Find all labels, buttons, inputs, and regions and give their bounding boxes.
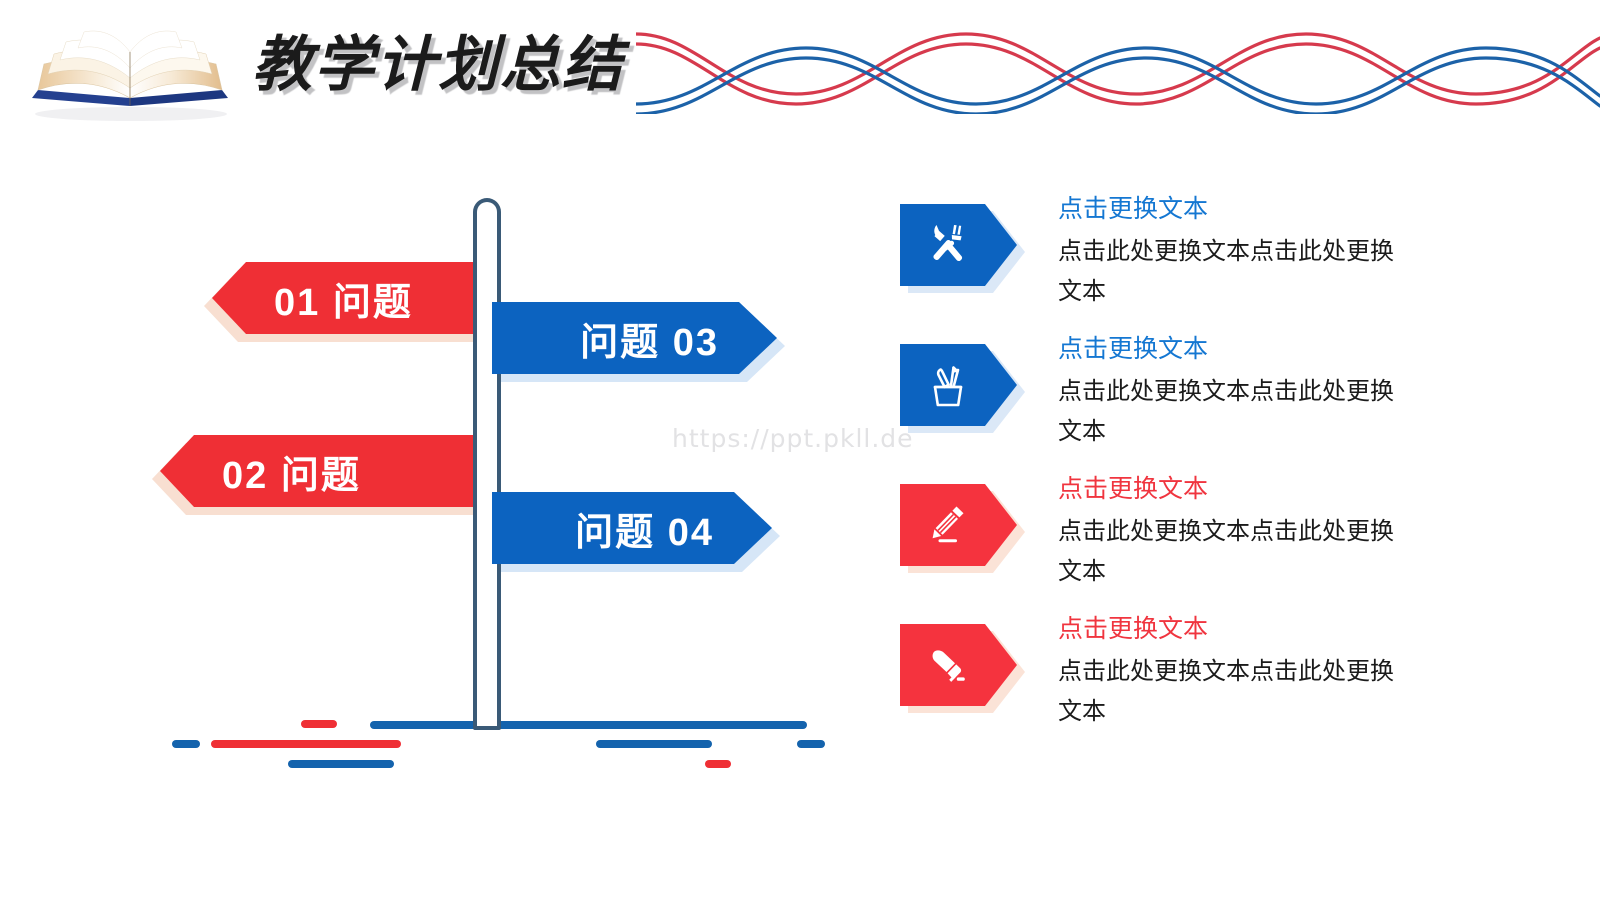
info-item-1-heading: 点击更换文本: [1058, 194, 1209, 223]
wave-decoration: [634, 22, 1600, 116]
info-item-1-body: 点击此处更换文本点击此处更换文本: [1058, 237, 1394, 305]
signpost-pole: [473, 198, 501, 730]
info-item-2-heading: 点击更换文本: [1058, 334, 1209, 363]
ground-mark-1: [172, 740, 200, 748]
ground-baseline: [370, 721, 807, 729]
info-item-3-icon-arrow[interactable]: [900, 484, 1025, 569]
sign-01[interactable]: 01 问题: [212, 262, 482, 334]
info-list: 点击更换文本 点击此处更换文本点击此处更换文本: [900, 190, 1590, 750]
open-book-icon: [22, 18, 240, 123]
info-item-3-text: 点击更换文本 点击此处更换文本点击此处更换文本: [1025, 470, 1590, 591]
ground-mark-2: [211, 740, 401, 748]
info-item-3-body: 点击此处更换文本点击此处更换文本: [1058, 517, 1394, 585]
ground-mark-5: [596, 740, 712, 748]
watermark-text: https://ppt.pkll.de: [672, 424, 914, 453]
info-item-1-icon-arrow[interactable]: [900, 204, 1025, 289]
sign-04-label: 问题 04: [575, 511, 714, 554]
ground-mark-3: [301, 720, 337, 728]
info-item-2-icon-arrow[interactable]: [900, 344, 1025, 429]
sign-02[interactable]: 02 问题: [160, 435, 482, 507]
sign-03[interactable]: 问题 03: [492, 302, 777, 374]
page-title: 教学计划总结: [252, 31, 624, 98]
signpost-graphic: 01 问题 02 问题 问题 03 问题 04: [0, 130, 880, 810]
sign-04[interactable]: 问题 04: [492, 492, 772, 564]
info-item-2[interactable]: 点击更换文本 点击此处更换文本点击此处更换文本: [900, 330, 1590, 445]
ground-mark-6: [705, 760, 731, 768]
info-item-4-body: 点击此处更换文本点击此处更换文本: [1058, 657, 1394, 725]
info-item-4-heading: 点击更换文本: [1058, 614, 1209, 643]
info-item-1[interactable]: 点击更换文本 点击此处更换文本点击此处更换文本: [900, 190, 1590, 305]
sign-01-label: 01 问题: [274, 281, 413, 324]
info-item-2-text: 点击更换文本 点击此处更换文本点击此处更换文本: [1025, 330, 1590, 451]
sign-03-label: 问题 03: [580, 321, 719, 364]
info-item-4[interactable]: 点击更换文本 点击此处更换文本点击此处更换文本: [900, 610, 1590, 725]
info-item-4-text: 点击更换文本 点击此处更换文本点击此处更换文本: [1025, 610, 1590, 731]
info-item-1-text: 点击更换文本 点击此处更换文本点击此处更换文本: [1025, 190, 1590, 311]
info-item-4-icon-arrow[interactable]: [900, 624, 1025, 709]
info-item-2-body: 点击此处更换文本点击此处更换文本: [1058, 377, 1394, 445]
ground-mark-4: [288, 760, 394, 768]
info-item-3[interactable]: 点击更换文本 点击此处更换文本点击此处更换文本: [900, 470, 1590, 585]
ground-mark-7: [797, 740, 825, 748]
page-header: 教学计划总结: [0, 0, 1600, 135]
sign-02-label: 02 问题: [222, 454, 361, 497]
info-item-3-heading: 点击更换文本: [1058, 474, 1209, 503]
